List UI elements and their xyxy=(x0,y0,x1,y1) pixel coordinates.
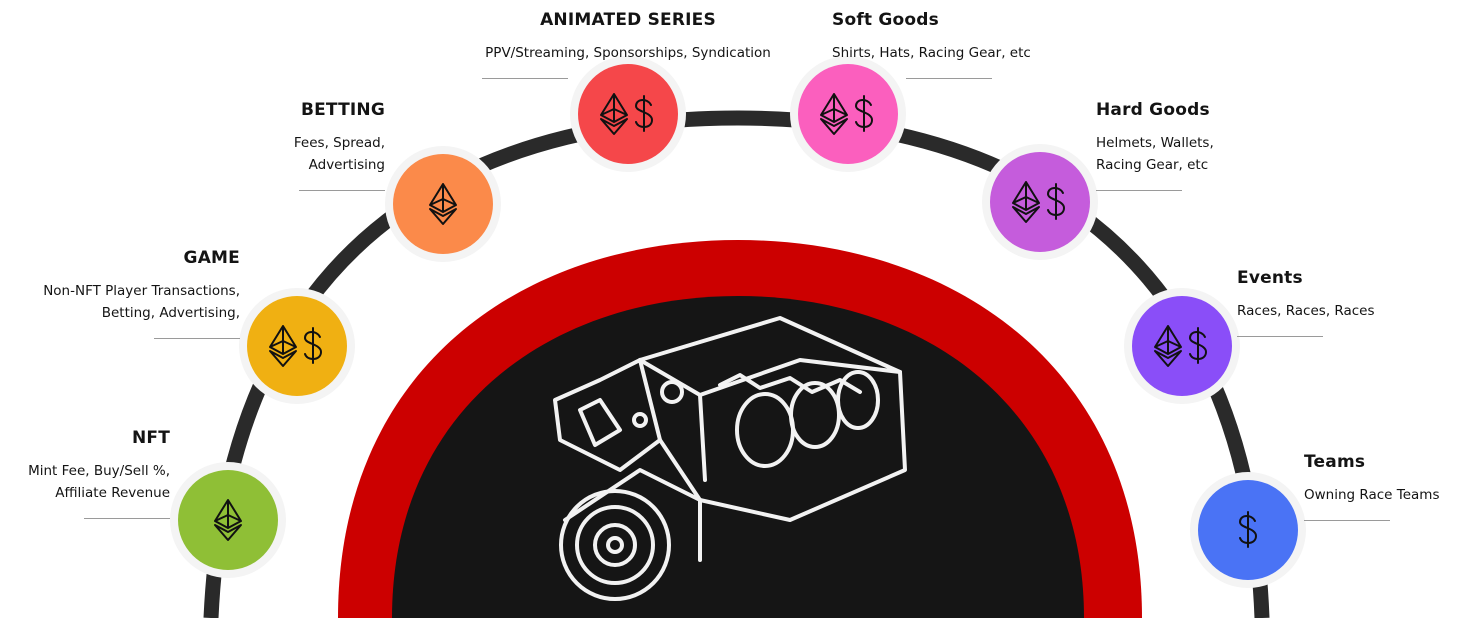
ethereum-icon xyxy=(600,93,628,135)
ethereum-icon xyxy=(269,325,297,367)
divider xyxy=(28,504,170,523)
node-title: Events xyxy=(1237,268,1303,288)
dashed-divider-line xyxy=(906,78,992,79)
dashed-divider-line xyxy=(84,518,170,519)
label-game: GAME Non-NFT Player Transactions, Betting,… xyxy=(43,248,240,343)
dashed-divider-line xyxy=(482,78,568,79)
node-title: Teams xyxy=(1304,452,1366,472)
divider xyxy=(832,64,1031,83)
divider xyxy=(476,64,780,83)
node-events xyxy=(1124,288,1240,404)
divider xyxy=(294,176,385,195)
dollar-icon xyxy=(634,95,654,132)
engine-icon xyxy=(553,316,907,601)
node-description-line: Owning Race Teams xyxy=(1304,487,1440,503)
node-description-line: PPV/Streaming, Sponsorships, Syndication xyxy=(485,45,771,61)
node-title: ANIMATED SERIES xyxy=(540,10,716,30)
divider xyxy=(43,324,240,343)
node-disc xyxy=(1198,480,1298,580)
ethereum-icon xyxy=(429,183,457,225)
node-description-line: Non-NFT Player Transactions, xyxy=(43,283,240,299)
dashed-divider-line xyxy=(1237,336,1323,337)
node-title: Hard Goods xyxy=(1096,100,1210,120)
node-title: GAME xyxy=(183,248,240,268)
node-description-line: Mint Fee, Buy/Sell %, xyxy=(28,463,170,479)
dollar-icon xyxy=(1238,511,1258,548)
dashed-divider-line xyxy=(299,190,385,191)
divider xyxy=(1304,506,1439,525)
dollar-icon xyxy=(854,95,874,132)
node-title: BETTING xyxy=(300,100,385,120)
node-disc xyxy=(178,470,278,570)
node-soft xyxy=(790,56,906,172)
ethereum-icon xyxy=(214,499,242,541)
node-disc xyxy=(798,64,898,164)
dollar-icon xyxy=(1046,183,1066,220)
node-game xyxy=(239,288,355,404)
dollar-icon xyxy=(1188,327,1208,364)
dollar-icon xyxy=(303,327,323,364)
node-animated xyxy=(570,56,686,172)
divider xyxy=(1096,176,1214,195)
node-description-line: Advertising xyxy=(308,157,385,173)
node-disc xyxy=(393,154,493,254)
node-description-line: Betting, Advertising, xyxy=(101,305,240,321)
node-description-line: Shirts, Hats, Racing Gear, etc xyxy=(832,45,1031,61)
dashed-divider-line xyxy=(1304,520,1390,521)
label-nft: NFT Mint Fee, Buy/Sell %, Affiliate Revenu… xyxy=(28,428,170,523)
dashed-divider-line xyxy=(154,338,240,339)
label-animated: ANIMATED SERIES PPV/Streaming, Sponsorshi… xyxy=(476,10,780,83)
node-description-line: Races, Races, Races xyxy=(1237,303,1375,319)
divider xyxy=(1237,322,1375,341)
node-description-line: Fees, Spread, xyxy=(293,135,385,151)
node-description-line: Racing Gear, etc xyxy=(1096,157,1209,173)
node-nft xyxy=(170,462,286,578)
ethereum-icon xyxy=(1154,325,1182,367)
node-teams xyxy=(1190,472,1306,588)
node-hard xyxy=(982,144,1098,260)
node-title: Soft Goods xyxy=(832,10,939,30)
inner-black-arch xyxy=(392,296,1084,618)
node-description-line: Helmets, Wallets, xyxy=(1096,135,1214,151)
node-disc xyxy=(578,64,678,164)
dashed-divider-line xyxy=(1096,190,1182,191)
node-disc xyxy=(990,152,1090,252)
ethereum-icon xyxy=(1012,181,1040,223)
node-description-line: Affiliate Revenue xyxy=(55,485,170,501)
node-disc xyxy=(1132,296,1232,396)
node-betting xyxy=(385,146,501,262)
node-title: NFT xyxy=(131,428,170,448)
node-disc xyxy=(247,296,347,396)
ethereum-icon xyxy=(820,93,848,135)
label-betting: BETTING Fees, Spread, Advertising xyxy=(294,100,385,195)
